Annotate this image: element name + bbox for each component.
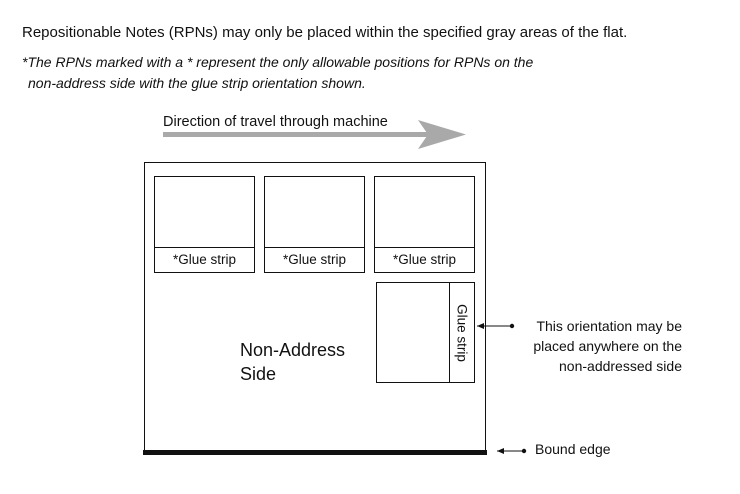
bound-edge-callout: Bound edge: [535, 441, 611, 457]
rpn-top-2: *Glue strip: [264, 176, 365, 273]
callout-dot-icon: [521, 448, 527, 454]
rpn-top-3: *Glue strip: [374, 176, 475, 273]
glue-strip-label: *Glue strip: [155, 247, 254, 272]
intro-text: Repositionable Notes (RPNs) may only be …: [22, 24, 628, 41]
callout-arrowhead-icon: [497, 448, 504, 454]
side-label-line: Non-Address: [240, 340, 346, 360]
glue-strip-label: *Glue strip: [265, 247, 364, 272]
vertical-glue-strip: Glue strip: [449, 283, 474, 382]
callout-line-text: placed anywhere on the: [533, 338, 682, 354]
callout-line-text: This orientation may be: [536, 318, 682, 334]
bound-edge-line: [143, 450, 487, 455]
arrow-shaft: [163, 132, 428, 137]
callout-dot-icon: [509, 323, 515, 329]
note-text: *The RPNs marked with a * represent the …: [22, 52, 533, 94]
callout-arrowhead-icon: [477, 323, 484, 329]
callout-line-text: non-addressed side: [559, 358, 682, 374]
side-label-line: Side: [240, 364, 277, 384]
side-label: Non-Address Side: [240, 338, 345, 386]
direction-arrow-icon: [163, 120, 466, 149]
callout-connectors: [477, 323, 527, 454]
note-line: non-address side with the glue strip ori…: [28, 75, 366, 91]
note-line: *The RPNs marked with a * represent the …: [22, 54, 534, 70]
arrow-head: [418, 120, 466, 149]
glue-strip-label: *Glue strip: [375, 247, 474, 272]
rpn-vertical: Glue strip: [376, 282, 475, 383]
orientation-callout: This orientation may be placed anywhere …: [533, 316, 682, 376]
rpn-top-1: *Glue strip: [154, 176, 255, 273]
glue-strip-label: Glue strip: [454, 304, 470, 362]
direction-label: Direction of travel through machine: [163, 114, 388, 130]
